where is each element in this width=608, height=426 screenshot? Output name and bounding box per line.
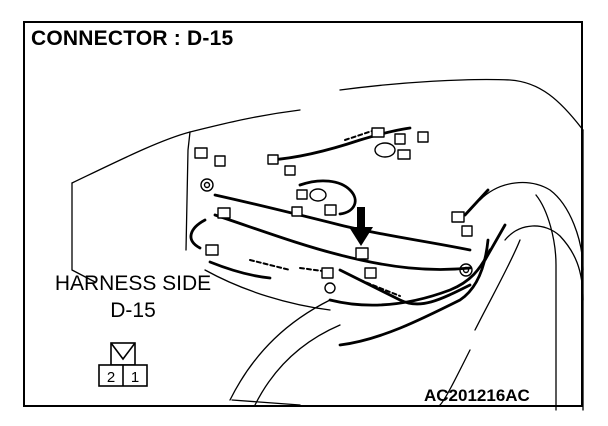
pin-1: 1 [131, 369, 139, 386]
location-arrow-icon [349, 207, 373, 246]
page-title: CONNECTOR : D-15 [31, 27, 234, 50]
connector-id: D-15 [110, 299, 156, 322]
harness-side-text: HARNESS SIDE [54, 272, 212, 295]
wheel-arch-outline [339, 78, 584, 411]
connector-housing [98, 342, 148, 387]
harness-connectors [194, 127, 473, 279]
figure-code: AC201216AC [424, 386, 530, 405]
harness-side-label: HARNESS SIDE D-15 [38, 270, 228, 324]
harness-wires [189, 126, 507, 347]
pin-2: 2 [107, 369, 115, 386]
body-panel-outline [71, 109, 301, 283]
floor-outline [204, 269, 471, 406]
ground-points [200, 142, 473, 294]
